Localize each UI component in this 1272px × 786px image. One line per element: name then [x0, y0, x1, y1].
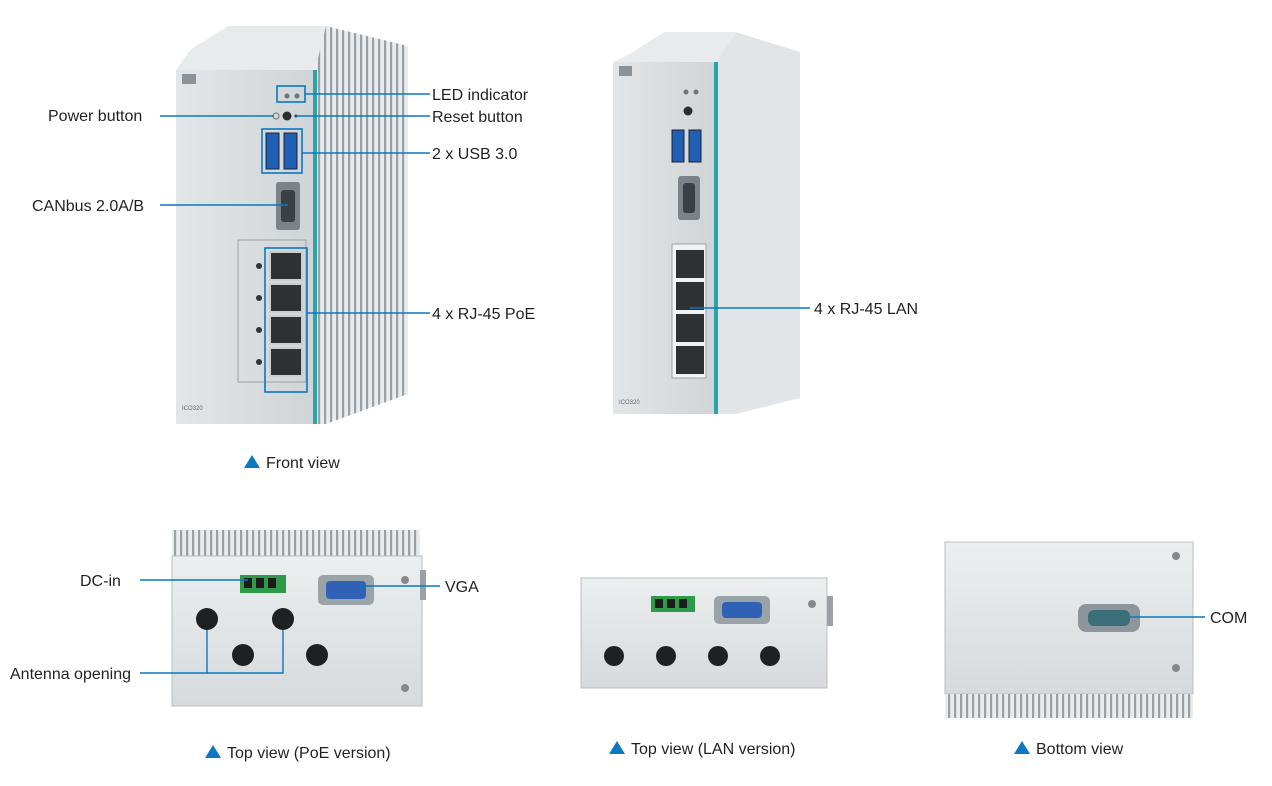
top-view-poe-label: Top view (PoE version) [227, 745, 391, 762]
antenna-opening [306, 644, 328, 666]
device-top-panel [580, 577, 828, 689]
triangle-up-icon [1014, 741, 1030, 754]
usb-port-1 [671, 129, 685, 163]
logo-icon [182, 74, 196, 84]
model-label: ICO320 [182, 406, 203, 412]
screw [1172, 552, 1180, 560]
logo-icon [619, 66, 632, 76]
com-label: COM [1210, 610, 1247, 627]
usb-highlight-box [261, 128, 303, 174]
rj45-ports [676, 250, 704, 374]
front-view-poe: ICO320 LED indicator Power button Reset … [32, 26, 535, 424]
top-view-lan-label: Top view (LAN version) [631, 741, 796, 758]
power-button-label: Power button [48, 108, 142, 125]
antenna-opening [708, 646, 728, 666]
device-top-face [613, 32, 736, 62]
top-view-poe: DC-in VGA Antenna opening [10, 530, 479, 707]
vga-port [722, 602, 762, 618]
led-2 [294, 93, 300, 99]
screw [401, 576, 409, 584]
front-view-label: Front view [266, 455, 340, 472]
triangle-up-icon [244, 455, 260, 468]
heatsink-fins [315, 26, 408, 424]
usb-port-2 [283, 132, 298, 170]
rj45-port [269, 251, 303, 281]
front-view-lan: ICO320 4 x RJ-45 LAN [613, 32, 918, 414]
dc-pin [679, 599, 687, 608]
ethernet-led-icon [256, 295, 262, 301]
reset-button-label: Reset button [432, 109, 523, 126]
side-connector [827, 596, 833, 626]
canbus-pins [281, 190, 295, 222]
canbus-label: CANbus 2.0A/B [32, 198, 144, 215]
rj45-port [676, 314, 704, 342]
antenna-opening [760, 646, 780, 666]
usb-port-1 [265, 132, 280, 170]
antenna-opening [604, 646, 624, 666]
antenna-opening [196, 608, 218, 630]
vga-port [326, 581, 366, 599]
antenna-opening-label: Antenna opening [10, 666, 131, 683]
dc-pin [667, 599, 675, 608]
led-1 [284, 93, 290, 99]
top-view-lan [580, 577, 833, 689]
accent-stripe [714, 62, 718, 414]
antenna-opening [232, 644, 254, 666]
rj45-port [269, 315, 303, 345]
rj45-bezel [237, 239, 307, 383]
rj45-highlight-box [264, 247, 308, 393]
com-pins [1088, 610, 1130, 626]
bottom-view-label: Bottom view [1036, 741, 1124, 758]
vga-label: VGA [445, 579, 479, 596]
device-top-panel [171, 555, 423, 707]
antenna-opening [272, 608, 294, 630]
dc-pin [655, 599, 663, 608]
ethernet-led-icon [256, 327, 262, 333]
screw [808, 600, 816, 608]
rj45-port [676, 250, 704, 278]
antenna-callout-line-2 [207, 630, 284, 674]
rj45-port [676, 346, 704, 374]
dc-pin [244, 578, 252, 588]
reset-button [683, 106, 693, 116]
screw [1172, 664, 1180, 672]
canbus-pins [683, 183, 695, 213]
ethernet-led-icon [256, 359, 262, 365]
dc-pin [256, 578, 264, 588]
usb-label: 2 x USB 3.0 [432, 146, 517, 163]
triangle-up-icon [205, 745, 221, 758]
rj45-poe-label: 4 x RJ-45 PoE [432, 306, 535, 323]
front-view-caption: Front view [244, 455, 340, 472]
heatsink-fins [945, 694, 1193, 718]
rj45-port [269, 347, 303, 377]
screw [401, 684, 409, 692]
side-connector [420, 570, 426, 600]
triangle-up-icon [609, 741, 625, 754]
device-top-face [176, 26, 326, 70]
rj45-port [269, 283, 303, 313]
accent-stripe [313, 70, 317, 424]
rj45-ports [269, 251, 303, 377]
antenna-opening [656, 646, 676, 666]
top-view-poe-caption: Top view (PoE version) [205, 745, 391, 762]
bottom-view-caption: Bottom view [1014, 741, 1124, 758]
ethernet-led-icons [256, 263, 262, 365]
dc-pin [268, 578, 276, 588]
led-1 [683, 89, 689, 95]
led-2 [693, 89, 699, 95]
rj45-port [676, 282, 704, 310]
usb-port-2 [688, 129, 702, 163]
led-indicator-label: LED indicator [432, 87, 529, 104]
reset-button [282, 111, 292, 121]
heatsink-fins [172, 530, 420, 556]
model-label: ICO320 [619, 400, 640, 406]
ethernet-led-icon [256, 263, 262, 269]
device-bottom-panel [944, 541, 1194, 695]
dc-in-label: DC-in [80, 573, 121, 590]
bottom-view: COM [944, 541, 1247, 718]
top-view-lan-caption: Top view (LAN version) [609, 741, 796, 758]
device-side-face [716, 32, 800, 414]
rj45-lan-label: 4 x RJ-45 LAN [814, 301, 918, 318]
